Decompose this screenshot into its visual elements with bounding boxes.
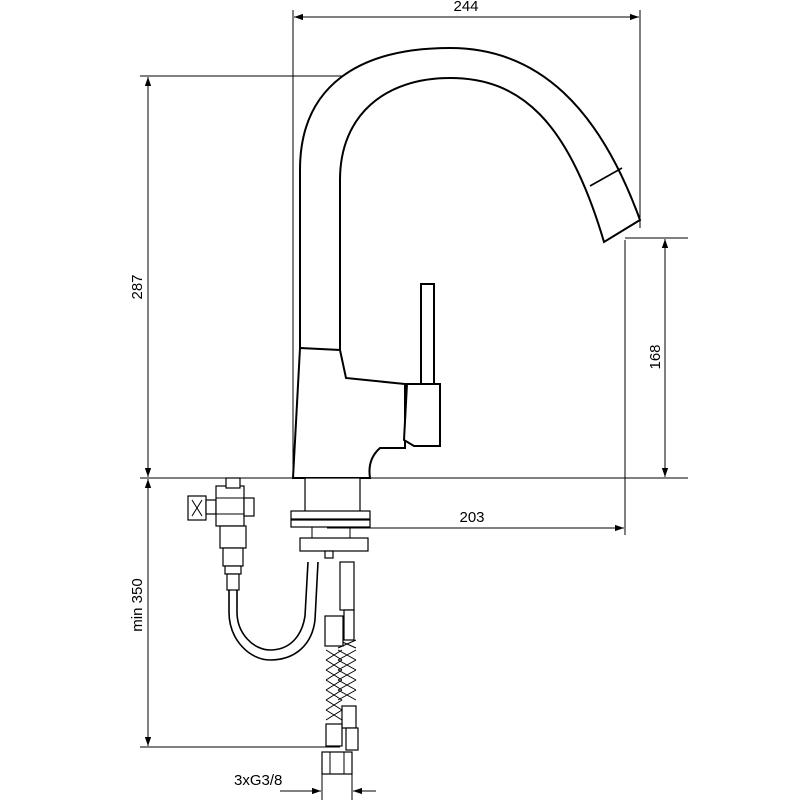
- dimension-connections: 3xG3/8: [234, 770, 376, 800]
- dimension-connections-label: 3xG3/8: [234, 772, 282, 789]
- supply-hoses: [321, 561, 359, 775]
- dimension-reach-label: 203: [459, 509, 484, 526]
- lever-handle: [420, 283, 435, 395]
- dimension-height-total-label: 287: [129, 274, 146, 299]
- faucet-body-block: [291, 346, 406, 479]
- dimension-reach: 203: [327, 240, 626, 535]
- tee-valve: [187, 477, 255, 591]
- pullout-hose: [228, 561, 319, 661]
- faucet-body: [291, 46, 642, 479]
- dimension-min-hose-label: min 350: [129, 578, 146, 631]
- dimension-width-top: 244: [292, 0, 641, 470]
- lever-base: [402, 383, 441, 447]
- faucet-spout: [299, 46, 642, 354]
- dimension-spout-height-label: 168: [647, 344, 664, 369]
- mounting-assembly: [290, 477, 371, 559]
- dimension-spout-height: 168: [625, 237, 688, 477]
- connection-nut: [321, 751, 353, 775]
- dimension-min-hose: min 350: [129, 479, 340, 748]
- dimension-width-top-label: 244: [453, 0, 478, 15]
